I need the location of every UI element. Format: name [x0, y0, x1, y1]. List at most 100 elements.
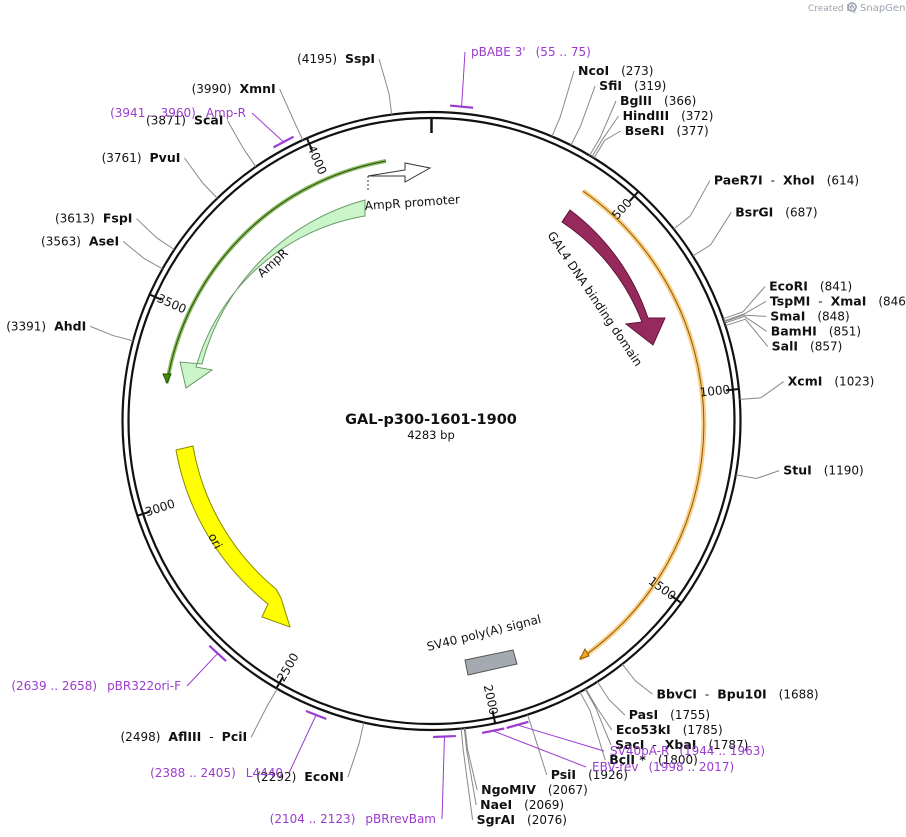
restriction-site[interactable]: PaeR7I-XhoI(614)	[673, 172, 859, 230]
restriction-site[interactable]: BsrGI(687)	[692, 204, 818, 257]
tick-mark	[137, 510, 151, 517]
primer-site[interactable]: (2104 .. 2123)pBRrevBam	[270, 734, 456, 826]
site-position: (614)	[827, 173, 859, 187]
restriction-sites: NcoI(273)SfiI(319)BglII(366)HindIII(372)…	[6, 51, 906, 827]
primer-range: (2104 .. 2123)	[270, 812, 356, 826]
site-leader-line	[527, 714, 548, 776]
site-enzyme-name: EcoNI	[304, 769, 344, 784]
restriction-site[interactable]: (3391)AhdI	[6, 318, 134, 342]
restriction-site[interactable]: HindIII(372)	[591, 108, 714, 158]
restriction-site[interactable]: (3613)FspI	[55, 211, 175, 251]
primer-site[interactable]: (2639 .. 2658)pBR322ori-F	[11, 644, 227, 693]
restriction-site[interactable]: BglII(366)	[589, 93, 697, 156]
restriction-site[interactable]: (3871)ScaI	[146, 113, 257, 168]
site-position: (857)	[810, 339, 842, 353]
restriction-site[interactable]: SalI(857)	[725, 318, 842, 353]
restriction-site[interactable]: PsiI(1926)	[527, 714, 628, 782]
primer-leader-line	[441, 736, 445, 820]
restriction-site[interactable]: Eco53kI(1785)	[585, 688, 723, 737]
restriction-site[interactable]: XcmI(1023)	[739, 374, 875, 400]
restriction-site[interactable]: EcoRI(841)	[722, 278, 852, 320]
site-enzyme-name: XmnI	[240, 81, 276, 96]
restriction-site[interactable]: SfiI(319)	[570, 78, 666, 146]
primer-range: (1998 .. 2017)	[648, 760, 734, 774]
restriction-site[interactable]: BseRI (377)	[593, 123, 709, 159]
plasmid-name: GAL-p300-1601-1900	[345, 412, 517, 428]
site-separator: -	[705, 687, 709, 701]
site-label: Eco53kI(1785)	[616, 722, 723, 737]
restriction-site[interactable]: (4195)SspI	[297, 51, 393, 115]
site-separator: -	[652, 738, 656, 752]
site-position: (1785)	[683, 723, 723, 737]
site-enzyme-name: TspMI	[770, 293, 810, 308]
site-enzyme-name: BbvCI	[656, 686, 696, 701]
site-leader-line	[378, 58, 393, 115]
site-enzyme-name: XhoI	[783, 172, 815, 187]
site-position: (273)	[621, 64, 653, 78]
site-position: (3761)	[102, 151, 142, 165]
primer-site[interactable]: pBABE 3'(55 .. 75)	[449, 45, 591, 109]
site-position: (1787)	[708, 738, 748, 752]
restriction-site[interactable]: PasI(1755)	[597, 681, 710, 722]
site-position: (2069)	[524, 798, 564, 812]
primer-label: (2388 .. 2405)L4440	[150, 766, 283, 780]
credit-brand: SnapGene	[860, 3, 906, 14]
restriction-site[interactable]: (3990)XmnI	[192, 81, 304, 141]
site-leader-line	[347, 722, 365, 778]
backbone	[121, 110, 742, 732]
restriction-site[interactable]: NcoI(273)	[551, 63, 653, 137]
restriction-site[interactable]: StuI(1190)	[735, 463, 864, 479]
primer-range: (2639 .. 2658)	[11, 679, 97, 693]
site-enzyme-name: PasI	[629, 707, 658, 722]
site-enzyme-name: AseI	[89, 233, 119, 248]
site-enzyme-name: PciI	[222, 729, 248, 744]
restriction-site[interactable]: SacI-XbaI(1787)	[584, 688, 748, 752]
site-enzyme-name: AflIII	[168, 729, 201, 744]
primer-name: Amp-R	[206, 106, 246, 120]
site-leader-line	[591, 115, 619, 158]
restriction-site[interactable]: BbvCI-Bpu10I(1688)	[621, 663, 819, 701]
primer-label: pBABE 3'(55 .. 75)	[471, 45, 591, 59]
restriction-site[interactable]: BamHI(851)	[724, 315, 862, 338]
backbone-inner	[127, 116, 736, 726]
restriction-site[interactable]: NaeI(2069)	[463, 728, 564, 812]
site-label: NaeI(2069)	[480, 797, 564, 812]
primer-site[interactable]: (3941 .. 3960)Amp-R	[110, 106, 295, 149]
site-label: (3761)PvuI	[102, 150, 181, 165]
restriction-site[interactable]: (3761)PvuI	[102, 150, 218, 199]
site-label: XcmI(1023)	[788, 374, 875, 389]
primer-mark	[481, 727, 505, 735]
site-position: (377)	[676, 124, 708, 138]
site-enzyme-name: SacI	[615, 737, 645, 752]
site-leader-line	[735, 470, 780, 479]
restriction-site[interactable]: (3563)AseI	[41, 233, 163, 270]
site-leader-line	[279, 88, 304, 141]
site-position: (3871)	[146, 114, 186, 128]
site-leader-line	[463, 728, 477, 806]
site-label: (3871)ScaI	[146, 113, 223, 128]
restriction-site[interactable]: SgrAI(2076)	[460, 728, 567, 827]
primer-site[interactable]: (2388 .. 2405)L4440	[150, 709, 327, 780]
site-enzyme-name: SspI	[345, 51, 375, 66]
site-leader-line	[673, 180, 711, 230]
restriction-site[interactable]: NgoMIV(2067)	[464, 728, 588, 797]
site-label: SfiI(319)	[599, 78, 666, 93]
restriction-site[interactable]: (2292)EcoNI	[256, 722, 365, 784]
primer-site[interactable]: EBV-rev(1998 .. 2017)	[481, 727, 734, 774]
site-label: TspMI-XmaI(846)	[770, 293, 906, 308]
restriction-site[interactable]: TspMI-XmaI(846)	[723, 293, 906, 322]
feature-ampr-promoter[interactable]: AmpR promoter	[364, 162, 460, 213]
restriction-site[interactable]: SmaI(848)	[723, 308, 850, 323]
restriction-site[interactable]: BclI *(1800)	[579, 691, 698, 767]
site-position: (1190)	[824, 464, 864, 478]
feature-ampr[interactable]: AmpR	[179, 199, 366, 389]
feature-sv40-polya[interactable]: SV40 poly(A) signal	[425, 612, 542, 676]
feature-ori[interactable]: ori	[175, 445, 291, 628]
feature-gal4-dbd[interactable]: GAL4 DNA binding domain	[545, 209, 666, 369]
primer-mark	[305, 709, 327, 720]
tick-mark	[491, 710, 497, 724]
site-label: BsrGI(687)	[735, 204, 817, 219]
primer-site[interactable]: SV40pA-R(1944 .. 1963)	[506, 720, 765, 758]
site-enzyme-name: BseRI	[625, 123, 665, 138]
restriction-site[interactable]: (2498)AflIII-PciI	[121, 688, 278, 745]
